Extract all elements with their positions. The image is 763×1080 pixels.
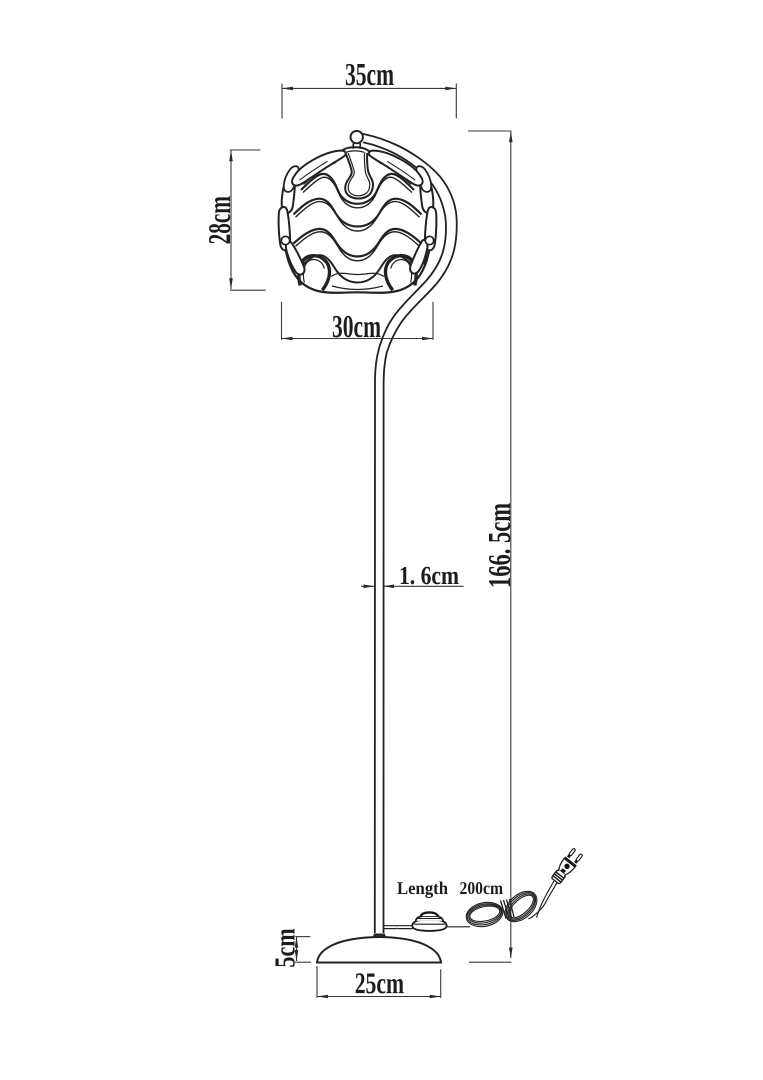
svg-text:35cm: 35cm	[345, 56, 394, 92]
svg-text:25cm: 25cm	[355, 967, 404, 1000]
svg-text:1. 6cm: 1. 6cm	[399, 561, 459, 590]
svg-text:28cm: 28cm	[201, 196, 237, 245]
svg-text:5cm: 5cm	[270, 928, 302, 967]
svg-text:166. 5cm: 166. 5cm	[481, 503, 517, 588]
svg-text:Length: Length	[397, 878, 448, 898]
svg-text:30cm: 30cm	[332, 308, 381, 344]
svg-text:200cm: 200cm	[459, 878, 503, 898]
